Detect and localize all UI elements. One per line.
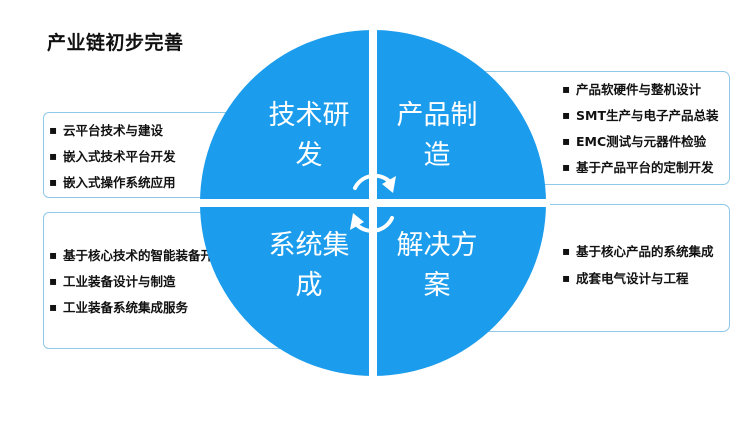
list-item: EMC测试与元器件检验 [562,133,718,150]
list-item: 工业装备系统集成服务 [49,299,239,316]
research-label-line1: 技术研 [269,100,350,131]
cycle-arrows-icon [353,173,394,233]
list-item: 产品软硬件与整机设计 [562,81,718,98]
list-item: SMT生产与电子产品总装 [562,107,718,124]
manufacturing-label-line2: 造 [424,140,451,171]
list-item: 基于产品平台的定制开发 [562,159,718,176]
quadrant-solution [373,203,546,376]
solution-label-line2: 案 [424,270,451,301]
quadrant-integration [200,203,373,376]
quadrant-research [200,30,373,203]
list-item: 成套电气设计与工程 [562,270,714,287]
list-item: 基于核心技术的智能装备开发 [49,247,239,264]
manufacturing-label-line1: 产品制 [397,100,478,131]
list-item: 基于核心产品的系统集成 [562,243,714,260]
integration-label-line2: 成 [296,270,323,301]
list-item: 嵌入式操作系统应用 [49,174,176,191]
list-item: 工业装备设计与制造 [49,273,239,290]
solution-label-line1: 解决方 [397,230,478,261]
list-item: 云平台技术与建设 [49,122,176,139]
horizontal-divider [196,199,550,207]
page-title: 产业链初步完善 [47,32,184,54]
research-label-line2: 发 [296,140,323,171]
quadrant-manufacturing [373,30,546,203]
list-item: 嵌入式技术平台开发 [49,148,176,165]
integration-label-line1: 系统集 [269,230,350,261]
arrow-heads [350,176,396,230]
